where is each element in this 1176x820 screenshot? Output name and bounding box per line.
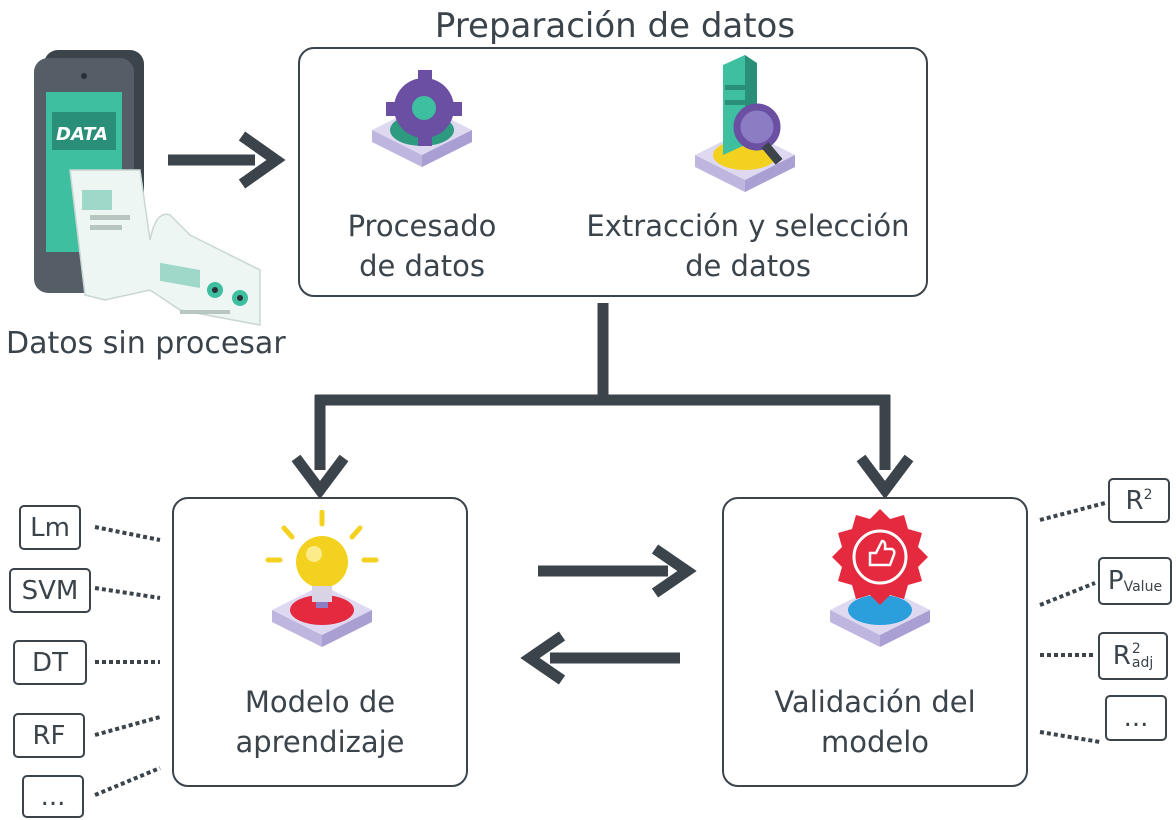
processing-illustration <box>362 60 482 170</box>
raw-data-illustration: DATA <box>30 40 285 330</box>
metric-dotted-lines <box>1039 501 1106 744</box>
arrow-validation-to-learning <box>520 631 680 685</box>
metric-tag-r2adj: R 2 adj <box>1098 632 1168 680</box>
validation-label-line-2: modelo <box>820 725 930 759</box>
approval-badge-icon <box>830 509 930 647</box>
metric-tag-more: ... <box>1105 695 1167 741</box>
model-tag-more: ... <box>22 775 84 818</box>
extraction-label-line-2: de datos <box>685 249 811 283</box>
arrow-prep-split <box>291 303 914 500</box>
extraction-illustration <box>685 55 805 195</box>
gear-icon <box>372 70 472 167</box>
model-tag-svm: SVM <box>9 568 91 613</box>
diagram-title: Preparación de datos <box>434 6 796 46</box>
arrow-raw-to-prep <box>168 131 286 189</box>
processing-label-line-1: Procesado <box>347 209 497 243</box>
processing-label-line-2: de datos <box>359 249 485 283</box>
extraction-label-line-1: Extracción y selección <box>586 209 910 243</box>
extraction-label: Extracción y selección de datos <box>578 206 918 286</box>
model-tag-lm: Lm <box>19 505 81 550</box>
lightbulb-icon <box>265 509 379 647</box>
raw-data-caption: Datos sin procesar <box>6 326 286 361</box>
learning-illustration <box>262 509 382 650</box>
phone-data-text: DATA <box>56 124 108 145</box>
validation-label-line-1: Validación del <box>774 685 976 719</box>
model-tag-rf: RF <box>13 713 85 758</box>
learning-label-line-1: Modelo de <box>244 685 396 719</box>
processing-label: Procesado de datos <box>322 206 522 286</box>
learning-label: Modelo de aprendizaje <box>200 682 440 762</box>
phone-with-printout-icon: DATA <box>34 50 261 326</box>
model-dotted-lines <box>94 525 161 797</box>
magnifier-icon <box>695 55 795 192</box>
arrow-learning-to-validation <box>538 544 697 598</box>
validation-label: Validación del modelo <box>740 682 1010 762</box>
learning-label-line-2: aprendizaje <box>235 725 405 759</box>
model-tag-dt: DT <box>13 640 87 685</box>
validation-illustration <box>820 505 940 650</box>
